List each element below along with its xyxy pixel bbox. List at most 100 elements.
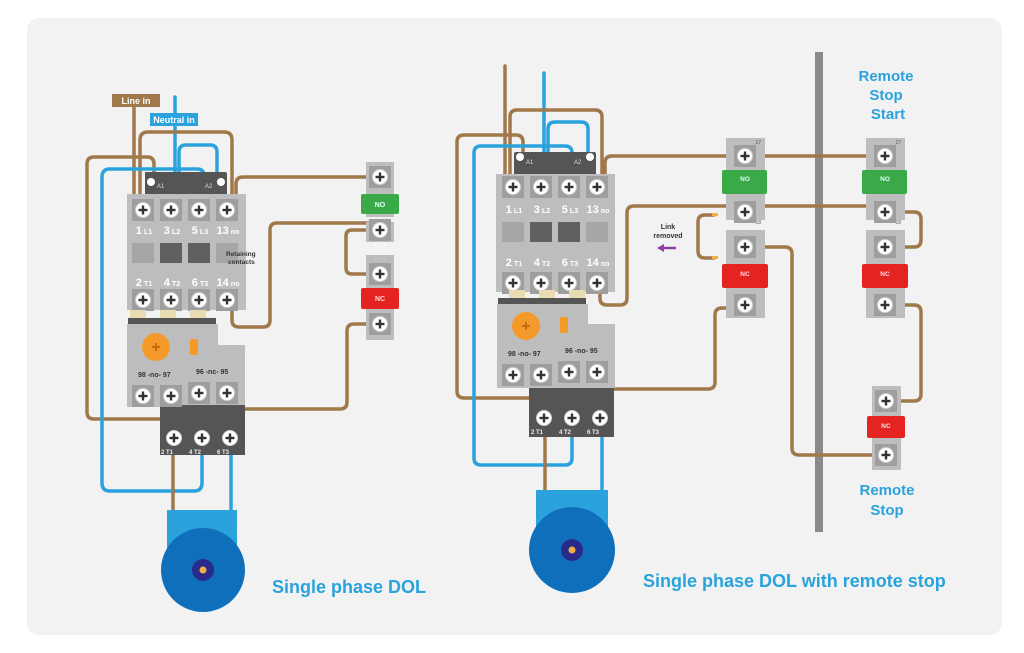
svg-text:18: 18	[895, 220, 901, 226]
aux-terminal-2	[558, 361, 580, 383]
terminal-top-3	[216, 199, 238, 221]
terminal-label: 6 T3	[562, 257, 578, 269]
station-terminal-2	[874, 236, 896, 258]
arrow-left-icon	[657, 244, 676, 252]
remote-stop-title: Remote	[859, 482, 914, 499]
station-terminal-0	[874, 145, 896, 167]
wall-divider	[815, 52, 823, 532]
svg-text:NC: NC	[881, 423, 891, 430]
diagram-1: Line in Neutral in A1 A2 1 L12 T13 L24 T…	[85, 94, 426, 612]
motor-2	[529, 490, 615, 593]
wire-l1-to-13	[138, 130, 234, 212]
svg-text:98 -no- 97: 98 -no- 97	[138, 372, 171, 379]
wire-nc-bottom-to-95	[598, 306, 746, 391]
svg-text:A2: A2	[574, 160, 582, 166]
svg-text:17: 17	[895, 140, 901, 146]
svg-text:NO: NO	[740, 176, 750, 183]
terminal-label: 5 L3	[562, 204, 578, 216]
contact-window	[188, 243, 210, 263]
output-terminal-1	[564, 410, 580, 426]
svg-text:NO: NO	[375, 202, 386, 209]
wire-nc-top-to-remote-stop	[743, 245, 884, 457]
station-terminal-3	[874, 294, 896, 316]
aux-terminal-0	[502, 364, 524, 386]
terminal-label: 6 T3	[192, 277, 208, 289]
terminal-label: 4 T2	[534, 257, 550, 269]
output-label: 2 T1	[161, 450, 174, 456]
terminal-bottom-2	[188, 289, 210, 311]
contact-window	[216, 243, 238, 263]
output-label: 6 T3	[217, 450, 230, 456]
diagram-2-title: Single phase DOL with remote stop	[643, 571, 946, 591]
station-terminal-3	[734, 294, 756, 316]
contact-window	[160, 243, 182, 263]
terminal-bottom-3	[586, 272, 608, 294]
line-in-tag: Line in	[112, 94, 160, 107]
station-terminal-3	[369, 313, 391, 335]
wire-jumper	[344, 228, 380, 276]
terminal-label: 13 no	[587, 204, 611, 216]
station-terminal-1	[734, 201, 756, 223]
wire-neutral-to-a2	[177, 143, 219, 212]
terminal-top-2	[188, 199, 210, 221]
terminal-top-1	[530, 176, 552, 198]
contact-window	[502, 222, 524, 242]
diagram-1-title: Single phase DOL	[272, 577, 426, 597]
station-terminal-1	[875, 444, 897, 466]
station-terminal-1	[369, 219, 391, 241]
terminal-label: 14 no	[217, 277, 241, 289]
wire-13-to-no	[234, 175, 380, 212]
station-terminal-0	[875, 390, 897, 412]
stop-button-nc	[361, 288, 399, 309]
overload-relay-1: 98 -no- 97 96 -nc- 95	[127, 310, 245, 455]
wire-13-to-no-2	[603, 154, 882, 177]
motor-1	[161, 510, 245, 612]
station-terminal-0	[369, 166, 391, 188]
output-terminal-0	[166, 430, 182, 446]
terminal-bottom-1	[530, 272, 552, 294]
wire-link-removed	[696, 213, 716, 260]
svg-text:18: 18	[755, 220, 761, 226]
terminal-label: 2 T1	[136, 277, 152, 289]
contact-window	[558, 222, 580, 242]
svg-text:Line in: Line in	[122, 96, 151, 106]
remote-stop-start-title: Remote	[858, 68, 913, 85]
svg-text:A1: A1	[157, 184, 165, 190]
wire-neutral-to-a2-2	[546, 120, 590, 177]
svg-text:NC: NC	[375, 296, 385, 303]
terminal-top-0	[132, 199, 154, 221]
svg-text:A1: A1	[526, 160, 534, 166]
output-label: 6 T3	[587, 430, 600, 436]
terminal-label: 3 L2	[164, 225, 180, 237]
output-label: 2 T1	[531, 430, 544, 436]
link-removed-label-2: removed	[653, 233, 682, 240]
svg-text:NC: NC	[880, 271, 890, 278]
aux-terminal-1	[530, 364, 552, 386]
terminal-label: 3 L2	[534, 204, 550, 216]
terminal-top-2	[558, 176, 580, 198]
station-terminal-1	[874, 201, 896, 223]
station-terminal-2	[734, 236, 756, 258]
aux-terminal-1	[160, 385, 182, 407]
station-terminal-0	[734, 145, 756, 167]
wire-remote-jumper	[882, 210, 923, 249]
terminal-label: 1 L1	[506, 204, 522, 216]
svg-text:17: 17	[755, 140, 761, 146]
terminal-bottom-1	[160, 289, 182, 311]
output-terminal-0	[536, 410, 552, 426]
overload-relay-2: 98 -no- 97 96 -no- 95	[497, 290, 615, 437]
terminal-bottom-2	[558, 272, 580, 294]
remote-stop-start-title-3: Start	[871, 106, 905, 123]
wire-14-to-no-bottom-2	[598, 204, 882, 307]
station-terminal-2	[369, 263, 391, 285]
wire-remote-nc-to-stop	[882, 303, 923, 403]
terminal-label: 5 L3	[192, 225, 208, 237]
terminal-top-1	[160, 199, 182, 221]
terminal-bottom-0	[502, 272, 524, 294]
terminal-bottom-0	[132, 289, 154, 311]
contact-window	[530, 222, 552, 242]
svg-text:Neutral in: Neutral in	[153, 115, 195, 125]
wire-l1-to-13-2	[508, 108, 604, 177]
